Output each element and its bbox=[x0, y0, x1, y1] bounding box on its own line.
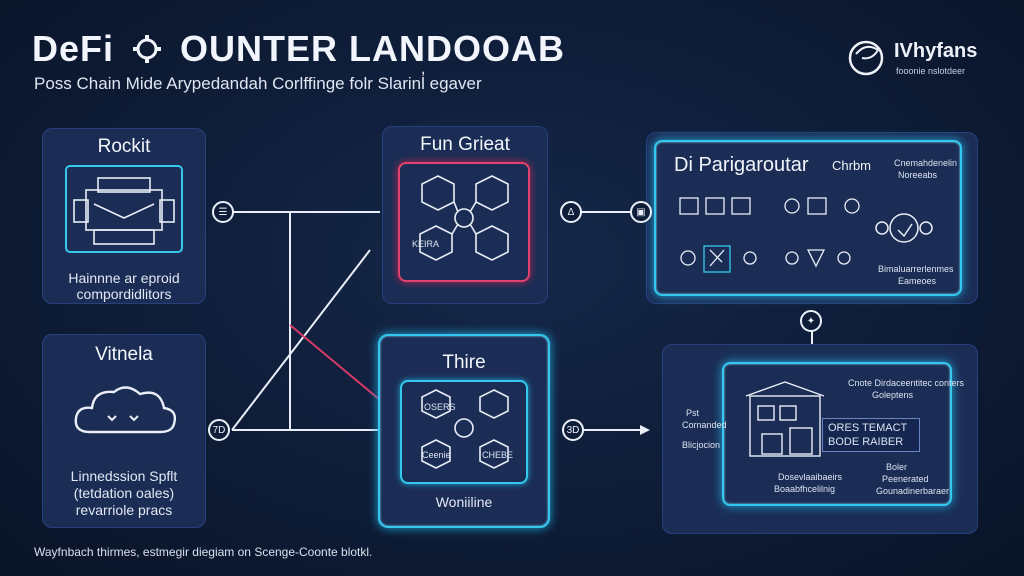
gear-cluster-icon bbox=[875, 213, 933, 243]
fun-network-frame bbox=[398, 162, 530, 282]
card-thire-title: Thire bbox=[442, 352, 486, 373]
paragon-glow-frame bbox=[654, 140, 962, 296]
thire-inner-frame bbox=[400, 380, 528, 484]
card-paragon[interactable]: Di Parigaroutar Chrbm Cnemahdenelin Nore… bbox=[646, 132, 978, 304]
paragon-note-3: Bimaluarrerlenmes bbox=[878, 264, 954, 274]
title-right: OUNTER LANDOOAB bbox=[180, 28, 566, 69]
building-icon bbox=[745, 381, 825, 457]
paragon-icon-grid bbox=[679, 197, 860, 273]
br-note-r3: Gounadinerbaraer bbox=[876, 486, 950, 496]
br-box-2: BODE RAIBER bbox=[828, 436, 904, 448]
card-thire[interactable]: Thire OSERS Ceenie CHEBE Woniiline bbox=[378, 334, 550, 528]
card-rockit-caption-2: compordidlitors bbox=[76, 286, 172, 302]
thire-pill-2: Ceenie bbox=[422, 450, 451, 460]
card-thire-caption: Woniiline bbox=[435, 494, 493, 510]
br-note-tl-1: Pst bbox=[686, 408, 700, 418]
br-label-box bbox=[822, 418, 920, 452]
title-left: DeFi bbox=[32, 28, 115, 69]
br-note-top-1: Cnote Dirdaceentitec conters bbox=[848, 378, 965, 388]
connector-node-6[interactable]: ✦ bbox=[800, 310, 822, 332]
card-bottom-right[interactable]: Pst Cornanded Blicjocion Cnote Dirdaceen… bbox=[662, 344, 978, 534]
thire-network-icon bbox=[421, 389, 509, 469]
br-note-r2: Peenerated bbox=[882, 474, 929, 484]
br-note-tl-3: Blicjocion bbox=[682, 440, 721, 450]
connector-node-4[interactable]: 7D bbox=[208, 419, 230, 441]
card-fun-title: Fun Grieat bbox=[420, 134, 510, 155]
card-rockit[interactable]: Rockit Hainnne ar eproid compordidlitors bbox=[42, 128, 206, 304]
card-virtnela-title: Vitnela bbox=[95, 344, 153, 365]
br-note-tl-2: Cornanded bbox=[682, 420, 727, 430]
brand-logo: IVhyfans fooonie nslotdeer bbox=[844, 32, 1004, 84]
footer-caption: Wayfnbach thirmes, estmegir diegiam on S… bbox=[34, 545, 373, 559]
paragon-note-2: Noreeabs bbox=[898, 170, 938, 180]
card-fun-grieat[interactable]: Fun Grieat KEIRA bbox=[382, 126, 548, 304]
fun-pill-label: KEIRA bbox=[412, 239, 440, 249]
card-virtnela[interactable]: Vitnela Linnedssion Spflt (tetdation oal… bbox=[42, 334, 206, 528]
connector-node-1[interactable]: ☰ bbox=[212, 201, 234, 223]
bottom-right-glow-frame bbox=[722, 362, 952, 506]
thire-pill-3: CHEBE bbox=[482, 450, 514, 460]
connector-node-3[interactable]: ▣ bbox=[630, 201, 652, 223]
br-note-b1: Dosevlaaibaeirs bbox=[778, 472, 843, 482]
page-subtitle: Poss Chain Mide Arypedandah Corlffinge f… bbox=[34, 74, 482, 93]
paragon-title-small: Chrbm bbox=[832, 158, 872, 173]
gear-icon bbox=[133, 35, 162, 63]
brand-tagline: fooonie nslotdeer bbox=[896, 66, 966, 76]
br-note-r1: Boler bbox=[886, 462, 908, 472]
card-rockit-caption-1: Hainnne ar eproid bbox=[68, 270, 180, 286]
card-virtnela-caption-2: (tetdation oales) bbox=[73, 485, 175, 501]
cloud-icon bbox=[74, 386, 177, 434]
card-virtnela-caption-1: Linnedssion Spflt bbox=[70, 468, 178, 484]
network-hub-icon bbox=[419, 175, 509, 261]
br-note-b2: Boaabfhcelilnig bbox=[774, 484, 836, 494]
paragon-title: Di Parigaroutar bbox=[674, 154, 809, 176]
card-virtnela-caption-3: revarriole pracs bbox=[75, 502, 173, 518]
connector-node-5[interactable]: 3D bbox=[562, 419, 584, 441]
thire-pill-1: OSERS bbox=[424, 402, 456, 412]
paragon-note-1: Cnemahdenelin bbox=[894, 158, 958, 168]
brand-name: IVhyfans bbox=[894, 40, 978, 62]
card-rockit-title: Rockit bbox=[97, 136, 151, 157]
connector-node-2[interactable]: Δ bbox=[560, 201, 582, 223]
page-title: DeFi OUNTER LANDOOAB bbox=[32, 28, 565, 70]
br-box-1: ORES TEMACT bbox=[828, 422, 908, 434]
stack-machine-icon bbox=[65, 165, 183, 253]
brand-swirl-icon bbox=[848, 40, 884, 76]
paragon-note-4: Eameoes bbox=[898, 276, 937, 286]
br-note-top-2: Goleptens bbox=[872, 390, 914, 400]
